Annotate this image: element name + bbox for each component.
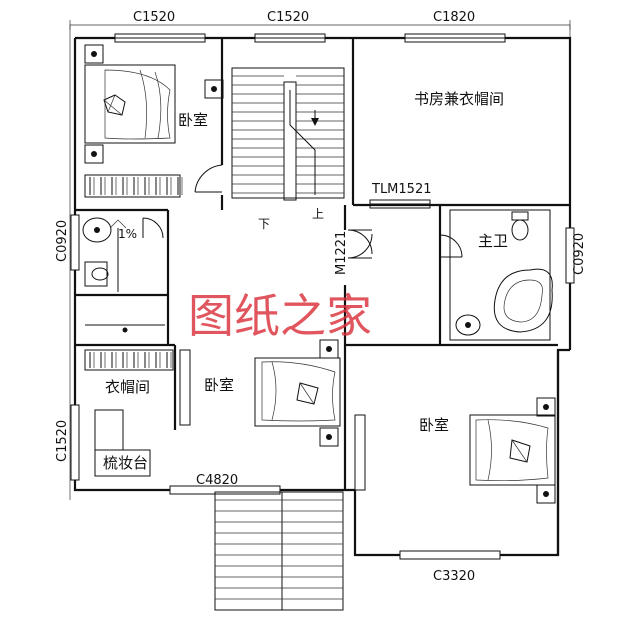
label-c0920-right: C0920	[572, 233, 587, 275]
room-label-dresser: 梳妆台	[103, 454, 148, 472]
bed-top-left	[84, 44, 224, 164]
watermark: 图纸之家	[188, 289, 372, 343]
closet-shelf-top	[84, 174, 183, 198]
room-label-closet: 衣帽间	[105, 378, 150, 396]
room-label-bedroom-mid: 卧室	[204, 376, 234, 394]
room-label-bedroom-top-left: 卧室	[178, 111, 208, 129]
door-m1221	[347, 229, 373, 259]
label-c1820-top-right: C1820	[433, 10, 475, 25]
stair-label-down: 下	[258, 217, 270, 231]
label-m1221: M1221	[334, 231, 349, 275]
room-label-study: 书房兼衣帽间	[414, 90, 504, 108]
closet-shelf-lower	[84, 349, 174, 371]
bed-mid	[179, 339, 341, 447]
label-c4820-bottom: C4820	[196, 473, 238, 488]
interior-walls	[75, 38, 570, 490]
room-label-group: 卧室 书房兼衣帽间 主卫 衣帽间 卧室 卧室 梳妆台 下 上 1%	[103, 90, 508, 472]
label-c1520-top-left: C1520	[133, 10, 175, 25]
door-top-left-bedroom	[194, 164, 223, 193]
stair-label-up: 上	[312, 207, 324, 221]
label-c1520-left: C1520	[55, 420, 70, 462]
master-bath-fixtures	[449, 209, 553, 341]
slope-label: 1%	[118, 227, 137, 241]
room-label-bedroom-right: 卧室	[419, 416, 449, 434]
door-tlm1521	[369, 199, 431, 209]
staircase	[231, 67, 345, 201]
bed-right	[354, 397, 556, 504]
front-steps	[214, 491, 344, 611]
door-master-bath	[439, 234, 463, 258]
window-label-group: C1520 C1520 C1820 C0920 C1520 C0920 C482…	[55, 10, 587, 584]
label-c1520-top-mid: C1520	[267, 10, 309, 25]
label-c3320-bottom: C3320	[433, 569, 475, 584]
windows	[70, 33, 575, 560]
dresser	[94, 409, 151, 477]
room-label-master-bath: 主卫	[478, 232, 508, 250]
bathroom-left	[82, 217, 165, 333]
label-c0920-left: C0920	[55, 220, 70, 262]
label-tlm1521: TLM1521	[371, 182, 431, 197]
